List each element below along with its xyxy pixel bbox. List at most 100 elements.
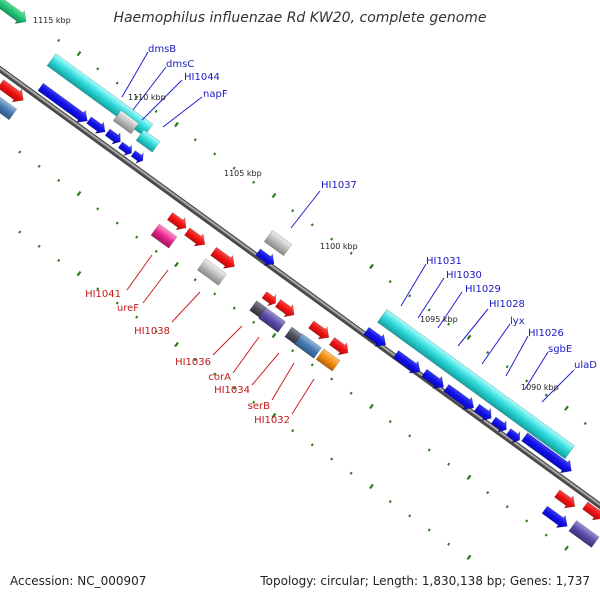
kbp-tick [154, 249, 158, 253]
steel-feature[interactable] [294, 333, 322, 359]
feature-track [0, 0, 600, 548]
red-cds-arrow[interactable] [183, 225, 210, 250]
gene-label-HI1036[interactable]: HI1036 [175, 357, 211, 368]
gene-label-lyx[interactable]: lyx [510, 316, 525, 327]
kbp-tick [232, 386, 236, 390]
gene-label-ureF[interactable]: ureF [117, 303, 139, 314]
gene-label-HI1026[interactable]: HI1026 [528, 328, 564, 339]
gene-label-HI1028[interactable]: HI1028 [489, 299, 525, 310]
red-cds-arrow[interactable] [166, 210, 191, 234]
gray-feature[interactable] [196, 258, 228, 286]
kbp-tick [486, 350, 490, 355]
kbp-tick [447, 322, 451, 326]
kbp-tick [388, 500, 392, 504]
kbp-tick [447, 542, 451, 546]
gene-label-HI1031[interactable]: HI1031 [426, 256, 462, 267]
gene-label-dmsB[interactable]: dmsB [148, 44, 176, 55]
red-cds-arrow[interactable] [209, 245, 239, 273]
kbp-tick [408, 294, 412, 298]
gene-label-napF[interactable]: napF [203, 89, 228, 100]
kbp-tick [76, 270, 82, 277]
gene-label-dmsC[interactable]: dmsC [166, 59, 194, 70]
kbp-tick [115, 221, 119, 225]
blue-cds-arrow[interactable] [420, 367, 448, 393]
kbp-tick [18, 150, 22, 154]
kbp-tick [427, 448, 431, 452]
red-cds-arrow[interactable] [0, 77, 28, 106]
blue-cds-arrow[interactable] [103, 127, 124, 148]
gray-feature[interactable] [263, 229, 293, 257]
blue-cds-arrow[interactable] [489, 415, 510, 436]
kbp-tick [486, 490, 490, 495]
orange-feature[interactable] [315, 348, 341, 372]
kbp-tick [291, 209, 295, 213]
pink-feature[interactable] [150, 223, 178, 249]
gene-label-HI1038[interactable]: HI1038 [134, 326, 170, 337]
gene-label-HI1030[interactable]: HI1030 [446, 270, 482, 281]
kbp-tick [115, 301, 119, 305]
blue-cds-arrow[interactable] [472, 402, 495, 425]
kbp-tick [388, 420, 392, 424]
blue-cds-arrow[interactable] [117, 140, 136, 159]
kbp-tick [232, 166, 236, 170]
cyan-rna-feature[interactable] [377, 308, 575, 460]
blue-cds-arrow[interactable] [391, 348, 424, 378]
genome-backbone [0, 65, 600, 510]
cyan-rna-feature[interactable] [135, 129, 161, 153]
gene-label-corA[interactable]: corA [208, 372, 231, 383]
kbp-tick [310, 223, 314, 227]
kbp-tick [349, 471, 353, 475]
gene-label-HI1032[interactable]: HI1032 [254, 415, 290, 426]
kbp-tick [57, 178, 61, 183]
kbp-tick [193, 358, 197, 362]
kbp-tick [310, 363, 314, 367]
kbp-tick [349, 391, 353, 395]
blue-cds-arrow[interactable] [520, 430, 576, 477]
blue-cds-arrow[interactable] [129, 148, 146, 166]
kbp-tick [252, 320, 256, 324]
blue-cds-arrow[interactable] [85, 114, 109, 137]
gene-label-HI1041[interactable]: HI1041 [85, 289, 121, 300]
kbp-tick [174, 121, 179, 128]
red-cds-arrow[interactable] [274, 297, 299, 321]
scale-label: 1115 kbp [33, 16, 71, 25]
gene-label-sgbE[interactable]: sgbE [548, 344, 572, 355]
gene-label-ulaD[interactable]: ulaD [574, 360, 597, 371]
steel-feature[interactable] [0, 95, 18, 121]
gene-label-serB[interactable]: serB [248, 401, 270, 412]
red-cds-arrow[interactable] [553, 487, 580, 512]
kbp-tick [96, 207, 100, 211]
green-cds-arrow[interactable] [0, 0, 31, 28]
kbp-tick [18, 230, 22, 234]
gene-label-HI1044[interactable]: HI1044 [184, 72, 220, 83]
kbp-tick [252, 180, 256, 184]
kbp-tick [525, 379, 529, 383]
scale-label: 1090 kbp [521, 383, 559, 392]
blue-cds-arrow[interactable] [36, 81, 92, 127]
gene-label-HI1034[interactable]: HI1034 [214, 385, 250, 396]
kbp-tick [564, 405, 569, 411]
blue-cds-arrow[interactable] [442, 382, 478, 414]
red-cds-arrow[interactable] [307, 318, 334, 343]
accession-label: Accession: NC_000907 [10, 574, 147, 588]
scale-labels: 1115 kbp 1110 kbp 1105 kbp 1100 kbp 1095… [33, 16, 559, 392]
kbp-tick [466, 554, 472, 560]
blue-cds-arrow[interactable] [504, 426, 524, 446]
map-title: Haemophilus influenzae Rd KW20, complete… [113, 10, 486, 26]
gene-label-HI1029[interactable]: HI1029 [465, 284, 501, 295]
blue-cds-arrow[interactable] [362, 325, 390, 351]
red-cds-arrow[interactable] [328, 335, 353, 359]
slate-feature[interactable] [568, 520, 600, 548]
blue-cds-arrow[interactable] [540, 504, 571, 533]
kbp-tick [57, 258, 61, 263]
kbp-tick [291, 429, 295, 433]
gray-feature[interactable] [112, 109, 140, 135]
red-cds-arrow[interactable] [260, 289, 280, 309]
scale-label: 1110 kbp [128, 93, 166, 102]
kbp-tick [76, 50, 82, 57]
gene-label-HI1037[interactable]: HI1037 [321, 180, 357, 191]
kbp-tick [271, 332, 277, 339]
slate-feature[interactable] [258, 307, 286, 333]
kbp-tick [37, 244, 41, 248]
blue-cds-arrow[interactable] [254, 246, 278, 269]
